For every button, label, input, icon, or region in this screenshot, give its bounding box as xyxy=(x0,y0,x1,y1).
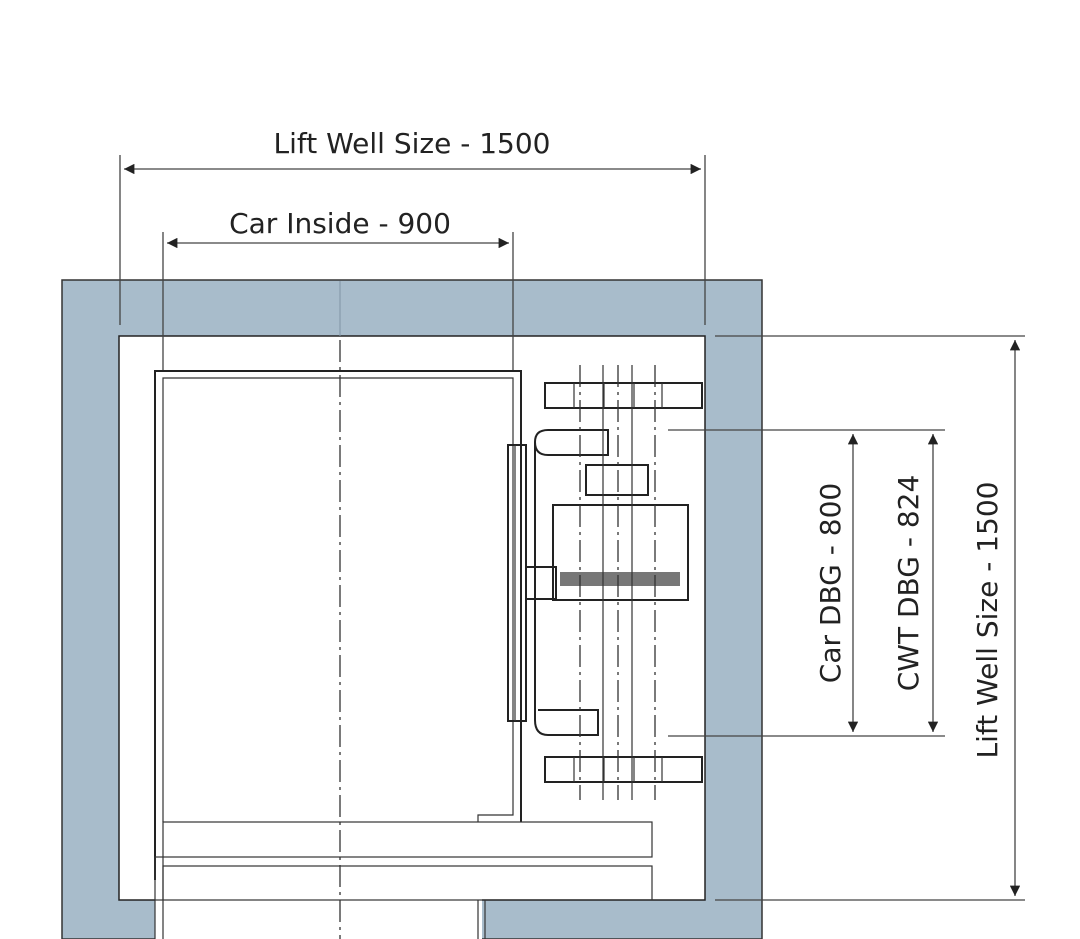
lift-well-depth-label: Lift Well Size - 1500 xyxy=(971,482,1004,759)
cwt-dbg-label: CWT DBG - 824 xyxy=(892,475,925,692)
shaft-walls xyxy=(61,279,763,939)
counterweight-assembly xyxy=(507,365,703,800)
dimension-lift-well-width: Lift Well Size - 1500 xyxy=(119,127,706,325)
dimension-lift-well-depth: Lift Well Size - 1500 xyxy=(715,335,1025,901)
dimension-dbg: Car DBG - 800 CWT DBG - 824 xyxy=(668,429,945,737)
lift-car xyxy=(154,340,653,939)
car-inside-label: Car Inside - 900 xyxy=(229,207,451,240)
dimension-car-inside: Car Inside - 900 xyxy=(162,207,514,370)
car-dbg-label: Car DBG - 800 xyxy=(814,483,847,683)
lift-well-width-label: Lift Well Size - 1500 xyxy=(274,127,551,160)
